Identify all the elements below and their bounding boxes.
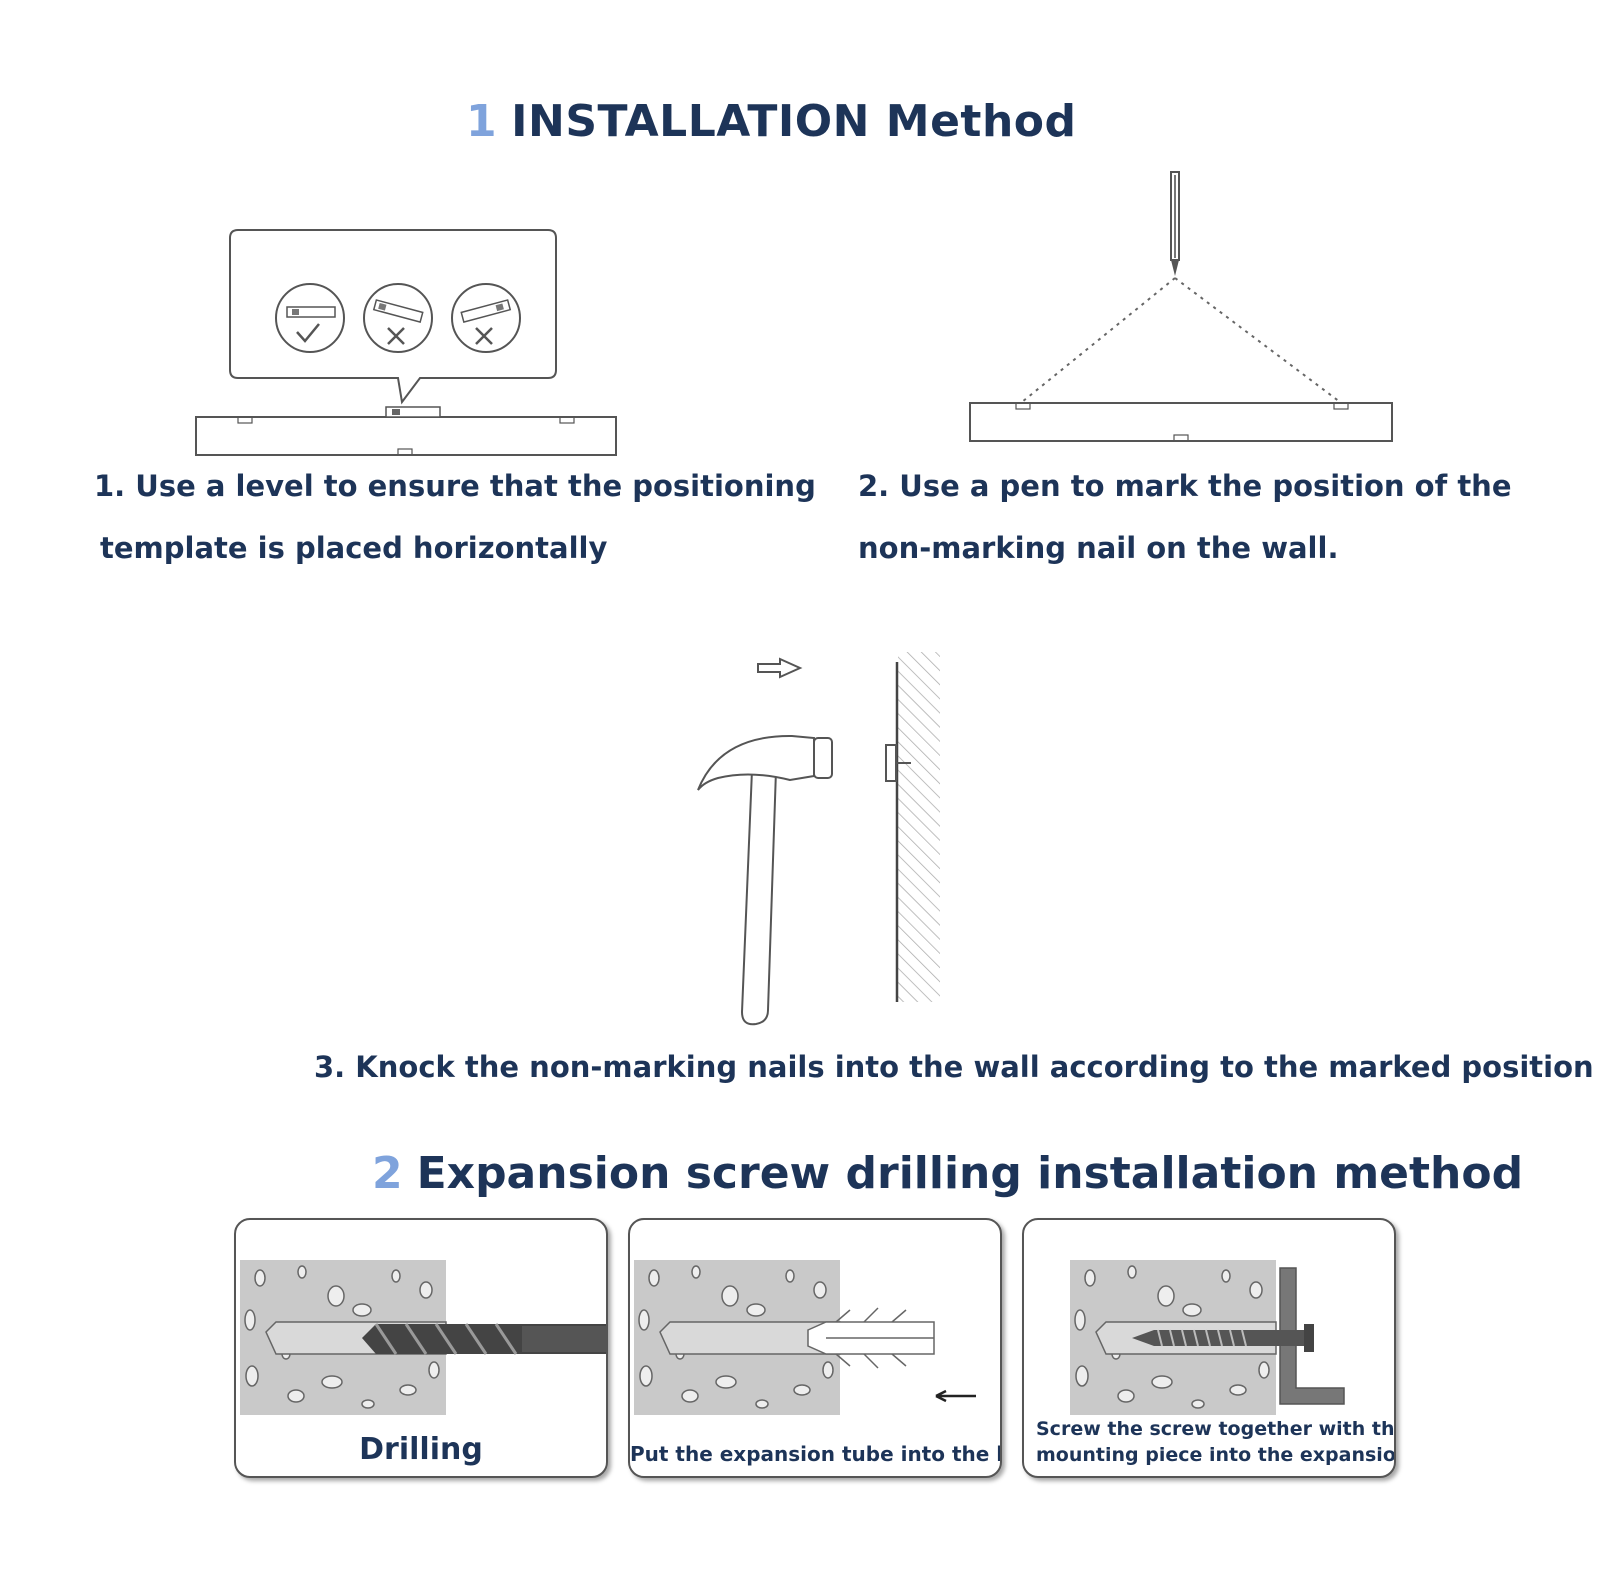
wall [898, 652, 940, 1002]
panel3-label-line2: mounting piece into the expansion tube [1036, 1444, 1396, 1466]
section2-number: 2 [372, 1148, 403, 1199]
hammer-icon [697, 734, 833, 1026]
panel3-label-line1: Screw the screw together with the [1036, 1418, 1396, 1440]
level-check-illustration [195, 229, 617, 456]
hammer-wall-illustration [697, 652, 940, 1026]
nail-icon [885, 744, 897, 782]
step3-caption: 3. Knock the non-marking nails into the … [314, 1050, 1594, 1084]
level-tilted-left-icon [363, 283, 433, 353]
section1-heading: 1 INSTALLATION Method [466, 96, 1077, 147]
section1-number: 1 [466, 96, 498, 147]
pen-mark-illustration [969, 171, 1393, 442]
panel-drilling: Drilling [234, 1218, 608, 1478]
drill-bit-icon [362, 1323, 606, 1355]
section2-title: Expansion screw drilling installation me… [416, 1148, 1524, 1199]
step2-line1: 2. Use a pen to mark the position of the [858, 469, 1512, 503]
right-arrow-icon [757, 657, 803, 679]
pen-icon [1170, 171, 1180, 276]
step1-line1: 1. Use a level to ensure that the positi… [94, 469, 816, 503]
section2-heading: 2 Expansion screw drilling installation m… [372, 1148, 1523, 1199]
mounting-bracket-icon [1279, 1267, 1345, 1405]
screw-icon [1132, 1324, 1314, 1352]
expansion-tube-icon [807, 1307, 935, 1369]
panel-screw-mount: Screw the screw together with the mounti… [1022, 1218, 1396, 1478]
panel2-label: Put the expansion tube into the hole [630, 1442, 1000, 1466]
level-correct-icon [275, 283, 345, 353]
level-tilted-right-icon [451, 283, 521, 353]
panel3-label: Screw the screw together with the mounti… [1036, 1416, 1396, 1468]
section1-title: INSTALLATION Method [511, 96, 1077, 147]
step1-line2: template is placed horizontally [100, 531, 608, 565]
step2-line2: non-marking nail on the wall. [858, 531, 1339, 565]
panel-expansion-tube: Put the expansion tube into the hole [628, 1218, 1002, 1478]
step1-caption: 1. Use a level to ensure that the positi… [94, 455, 816, 579]
left-arrow-icon [935, 1389, 976, 1403]
step2-caption: 2. Use a pen to mark the position of the… [858, 455, 1512, 579]
panel1-label: Drilling [359, 1432, 483, 1467]
